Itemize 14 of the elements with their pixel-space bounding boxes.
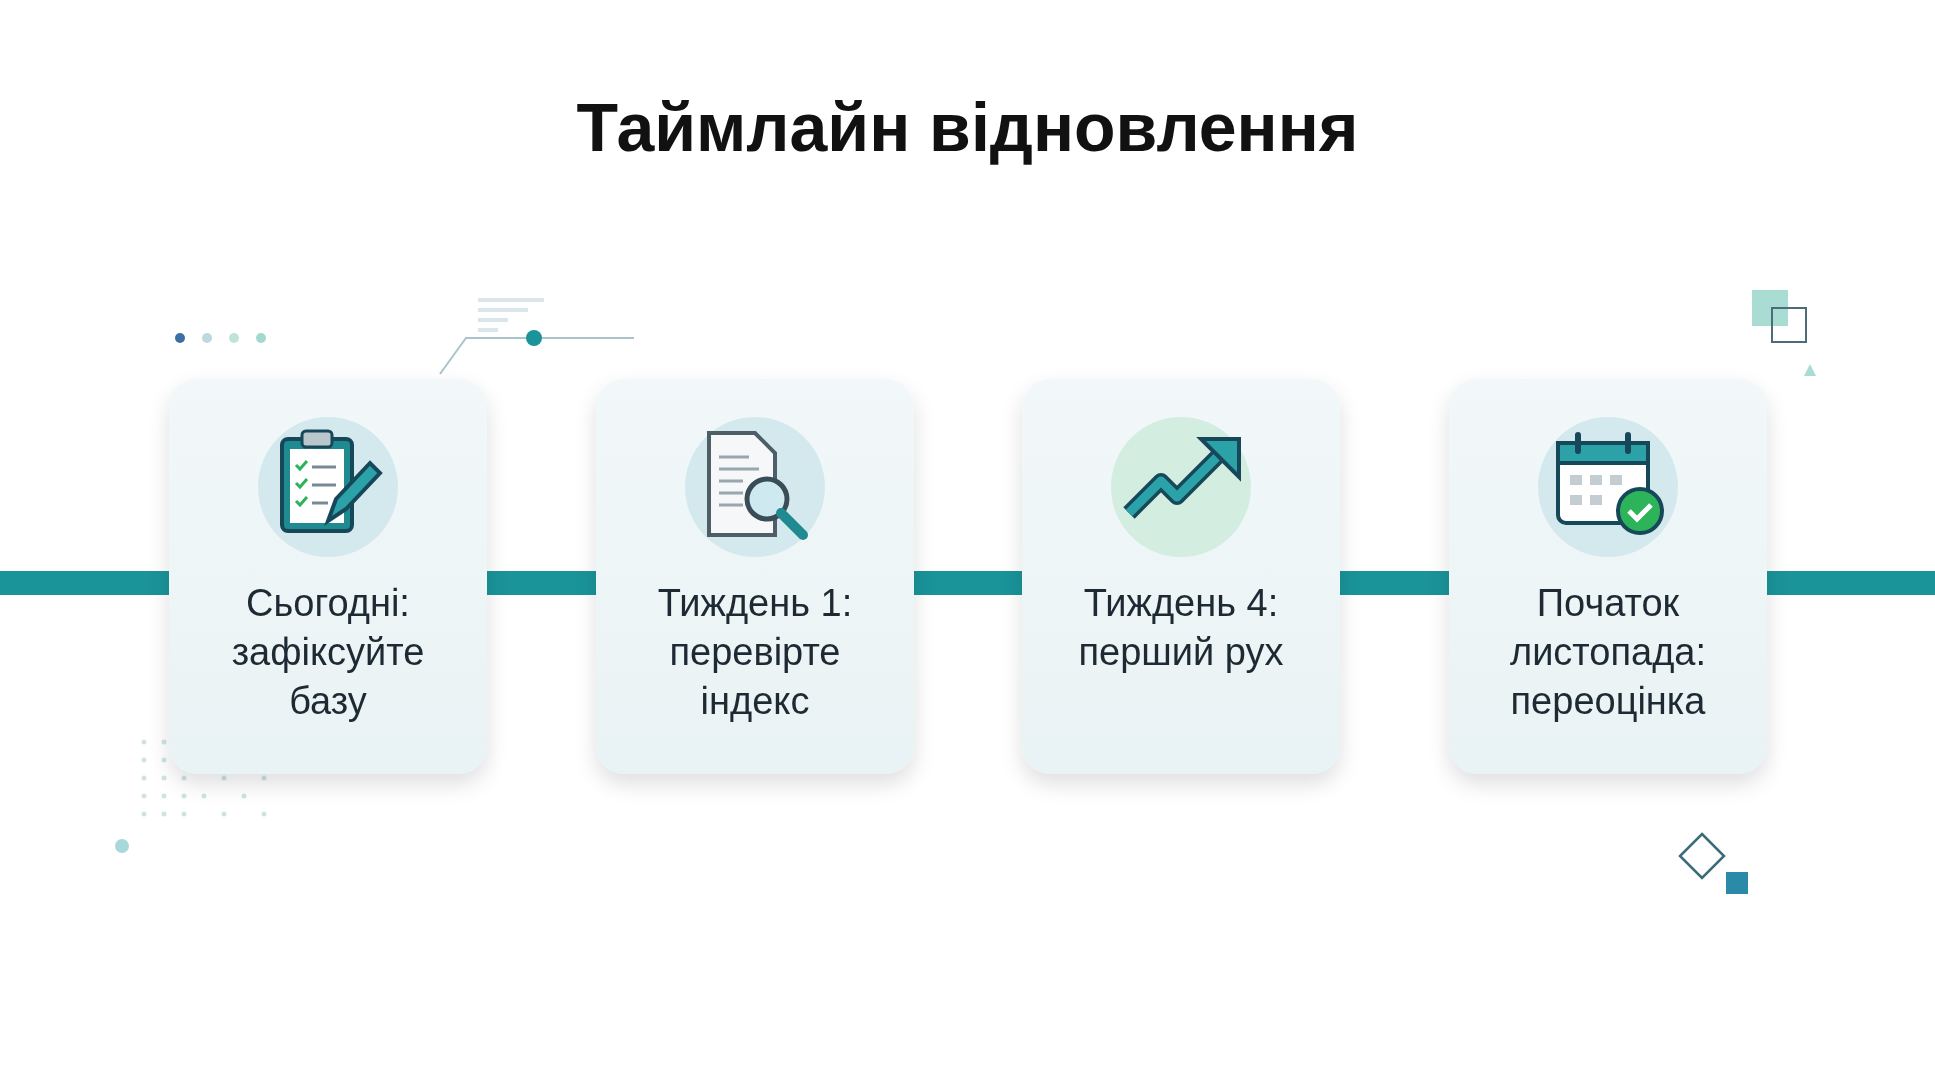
title: Таймлайн відновлення (575, 88, 1360, 166)
timeline-line (487, 571, 596, 595)
timeline-card (169, 379, 487, 774)
card-label: Початок листопада: переоцінка (1508, 581, 1708, 724)
timeline-line (1340, 571, 1449, 595)
timeline-card (1022, 379, 1340, 774)
timeline-line (914, 571, 1022, 595)
card-label: Сьогодні: зафіксуйте базу (230, 581, 426, 724)
card-label: Тиждень 4: перший рух (1077, 581, 1285, 675)
timeline-line (1767, 571, 1935, 595)
card-label: Тиждень 1: перевірте індекс (656, 581, 854, 724)
timeline-card (596, 379, 914, 774)
timeline-card (1449, 379, 1767, 774)
timeline-line (0, 571, 169, 595)
